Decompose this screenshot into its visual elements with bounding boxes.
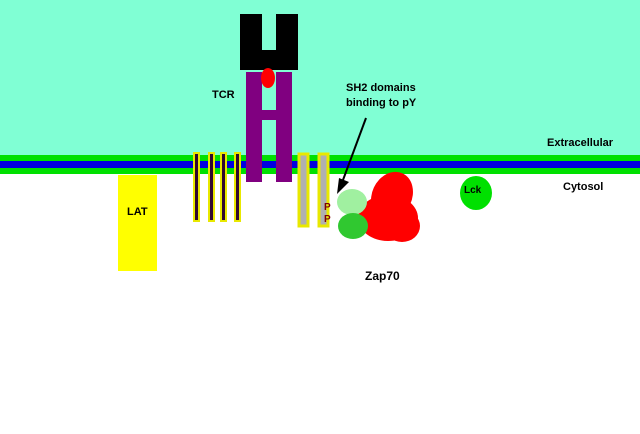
cytosol-label: Cytosol (563, 181, 603, 193)
lck-kinase (460, 176, 492, 210)
sh2-label-line1: SH2 domains (346, 82, 416, 94)
zap70-kinase (358, 171, 420, 242)
tcr-head (240, 14, 298, 70)
phospho-label: P (324, 202, 331, 213)
lat-label: LAT (127, 206, 148, 218)
itam-chain (220, 152, 227, 222)
sh2-pointer-arrow (337, 117, 367, 194)
tcr-variable-domain (240, 14, 298, 70)
tcr-alpha-beta-chains (246, 72, 292, 182)
sh2-label-line2: binding to pY (346, 97, 417, 109)
phospho-label: P (324, 214, 331, 225)
tcr-body (246, 72, 292, 182)
extracellular-region (0, 0, 640, 157)
lck-label: Lck (464, 185, 482, 196)
itam-chain (234, 152, 241, 222)
extracellular-label: Extracellular (547, 137, 614, 149)
tcr-label: TCR (212, 89, 235, 101)
cd3-itam-chains (193, 152, 241, 222)
sh2-domain-lower (338, 213, 368, 239)
itam-chain (208, 152, 215, 222)
zap70-label: Zap70 (365, 269, 400, 283)
antigen-peptide (261, 68, 275, 88)
zeta-itam-chains (297, 152, 330, 228)
zeta-chain (297, 152, 310, 228)
lat-protein (118, 175, 157, 271)
zeta-chain (317, 152, 330, 228)
itam-chain (193, 152, 200, 222)
zap70-kinase-lobe (384, 210, 420, 242)
sh2-domain-upper (337, 189, 367, 215)
